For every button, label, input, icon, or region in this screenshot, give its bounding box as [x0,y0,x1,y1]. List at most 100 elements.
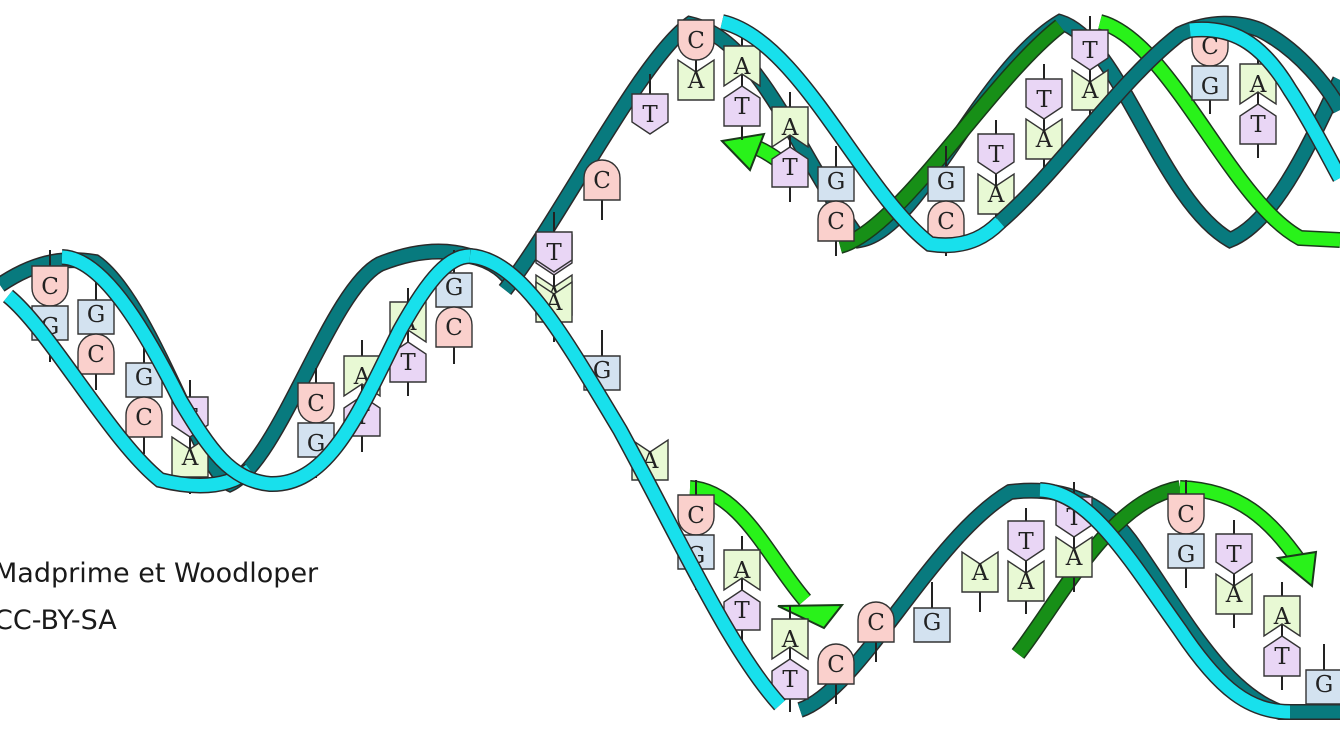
nucleotide-pair-icon: AT [723,536,761,644]
nucleotide-top-A: A [1263,595,1301,638]
nucleotide-letter: A [687,68,705,94]
nucleotide-letter: C [41,274,59,300]
nucleotide-bottom-C: C [817,200,855,242]
nucleotide-bottom-T: T [1239,103,1277,145]
nucleotide-letter: A [1017,569,1035,595]
credit-authors: Madprime et Woodloper [0,558,319,589]
nucleotide-shape [771,106,809,149]
nucleotide-shape [677,58,715,101]
nucleotide-shape [1167,533,1205,569]
nucleotide-letter: C [827,209,845,235]
nucleotide-letter: C [135,405,153,431]
nucleotide-letter: G [923,610,941,636]
free-nucleotide-T: T [631,93,669,135]
nucleotide-top-T: T [1007,520,1045,562]
nucleotide-letter: A [1225,582,1243,608]
nucleotide-letter: C [307,391,325,417]
nucleotide-bottom-C: C [435,306,473,348]
nucleotide-shape [771,618,809,661]
nucleotide-shape [77,333,115,375]
nucleotide-shape [1055,535,1093,578]
nucleotide-letter: A [1065,545,1083,571]
nucleotide-letter: T [1226,542,1242,568]
nucleotide-letter: A [1249,72,1267,98]
nucleotide-shape [77,299,115,335]
front-strands [2,14,1340,720]
nucleotide-pair-icon: TA [1025,64,1063,174]
nucleotide-pair-icon: AT [771,92,809,202]
nucleotide-bottom-T: T [723,589,761,631]
lower-arrowhead-a-icon [777,603,845,630]
nucleotide-top-T: T [1215,533,1253,575]
nucleotide-bottom-T: T [389,341,427,383]
nucleotide-letter: A [987,182,1005,208]
nucleotide-letter: T [1250,112,1266,138]
nucleotide-letter: G [135,365,153,391]
free-nucleotide-C: C [583,159,621,201]
nucleotide-pair-icon: TA [1007,508,1045,614]
free-nucleotide: C [857,601,895,662]
nucleotide-bottom-T: T [771,658,809,700]
nucleotide-shape [857,601,895,643]
nucleotide-shape [1215,572,1253,615]
nucleotide-bottom-G: G [1167,533,1205,569]
nucleotide-shape [677,19,715,61]
nucleotide-shape [771,146,809,188]
nucleotide-shape [1215,533,1253,575]
nucleotide-letter: A [733,54,751,80]
nucleotide-letter: A [781,115,799,141]
nucleotide-letter: T [642,102,658,128]
nucleotide-pair-icon: GC [435,250,473,364]
free-nucleotide-A: A [961,550,999,593]
nucleotide-letter: A [971,560,989,586]
nucleotide-letter: C [445,315,463,341]
nucleotide-letter: C [687,28,705,54]
nucleotide-letter: T [734,94,750,120]
nucleotide-pair-icon: GC [77,278,115,390]
nucleotide-top-C: C [1167,493,1205,535]
nucleotide-shape [961,550,999,593]
nucleotide-top-G: G [927,166,965,202]
nucleotide-top-G: G [435,272,473,308]
nucleotide-shape [125,362,163,398]
nucleotide-shape [913,607,951,643]
nucleotide-pair-icon: AT [1263,582,1301,690]
nucleotide-shape [723,85,761,127]
nucleotide-bottom-C: C [125,396,163,438]
nucleotide-bottom-G: G [1191,65,1229,101]
nucleotide-letter: A [781,627,799,653]
free-nucleotide-G: G [913,607,951,643]
nucleotide-shape [1071,29,1109,71]
nucleotide-letter: A [1081,78,1099,104]
nucleotide-pair-icon: GC [927,146,965,256]
nucleotide-pair-icon: CG [1167,480,1205,588]
free-nucleotide: G [1305,644,1340,705]
nucleotide-pair-icon: AT [771,606,809,712]
nucleotide-shape [125,396,163,438]
nucleotide-top-A: A [723,549,761,592]
nucleotide-letter: C [87,342,105,368]
nucleotide-pair-icon: AT [723,32,761,140]
nucleotide-shape [535,231,573,273]
nucleotide-shape [1007,559,1045,602]
nucleotide-letter: G [445,275,463,301]
nucleotide-shape [1263,635,1301,677]
nucleotide-pair-icon: TA [1215,520,1253,628]
nucleotide-shape [1239,103,1277,145]
free-nucleotide: C [817,643,855,704]
nucleotide-bottom-T: T [723,85,761,127]
nucleotide-letter: T [400,350,416,376]
nucleotide-top-G: G [77,299,115,335]
nucleotide-letter: T [782,667,798,693]
free-nucleotide: A [961,550,999,612]
nucleotide-bottom-C: C [77,333,115,375]
nucleotide-shape [583,159,621,201]
nucleotide-shape [1263,595,1301,638]
nucleotide-letter: T [1082,38,1098,64]
nucleotide-letter: A [1035,127,1053,153]
nucleotide-letter: G [1177,542,1195,568]
nucleotide-pair-icon: AT [1239,50,1277,158]
nucleotide-pair-icon: GC [817,146,855,256]
